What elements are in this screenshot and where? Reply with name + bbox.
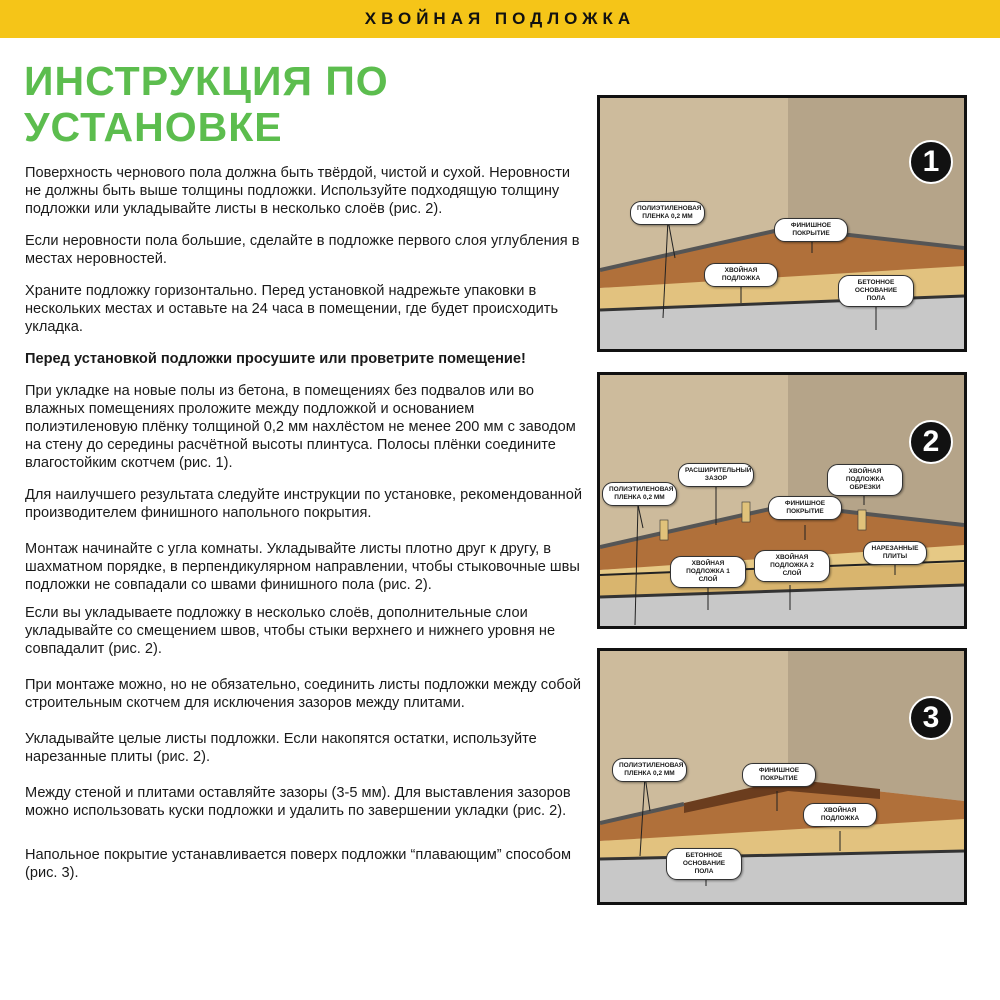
paragraph: При укладке на новые полы из бетона, в п… xyxy=(25,383,576,471)
paragraph: Монтаж начинайте с угла комнаты. Укладыв… xyxy=(25,541,580,593)
paragraph: Между стеной и плитами оставляйте зазоры… xyxy=(25,785,571,819)
figure-2: 2 Полиэтиленовая пленка 0,2 мм Расширите… xyxy=(597,372,967,629)
label-film: Полиэтиленовая пленка 0,2 мм xyxy=(612,758,687,782)
label-concrete: Бетонное основание пола xyxy=(838,275,914,307)
label-concrete: Бетонное основание пола xyxy=(666,848,742,880)
figure-number-badge: 1 xyxy=(909,140,953,184)
paragraph: Если вы укладываете подложку в несколько… xyxy=(25,605,556,657)
label-cut-boards: Нарезанные плиты xyxy=(863,541,927,565)
paragraph: Укладывайте целые листы подложки. Если н… xyxy=(25,731,537,765)
paragraph: Храните подложку горизонтально. Перед ус… xyxy=(25,283,559,335)
header-bar: ХВОЙНАЯ ПОДЛОЖКА xyxy=(0,0,1000,38)
label-film: Полиэтиленовая пленка 0,2 мм xyxy=(602,482,677,506)
label-finish: Финишное покрытие xyxy=(774,218,848,242)
figure-number-badge: 2 xyxy=(909,420,953,464)
warning-paragraph: Перед установкой подложки просушите или … xyxy=(25,351,526,367)
label-finish: Финишное покрытие xyxy=(768,496,842,520)
figure-3: 3 Полиэтиленовая пленка 0,2 мм Финишное … xyxy=(597,648,967,905)
page-title: ИНСТРУКЦИЯ ПО УСТАНОВКЕ xyxy=(24,58,389,150)
label-film: Полиэтиленовая пленка 0,2 мм xyxy=(630,201,705,225)
label-underlay: Хвойная подложка xyxy=(803,803,877,827)
label-underlay: Хвойная подложка xyxy=(704,263,778,287)
paragraph: Для наилучшего результата следуйте инстр… xyxy=(25,487,582,521)
label-finish: Финишное покрытие xyxy=(742,763,816,787)
paragraph: Поверхность чернового пола должна быть т… xyxy=(25,165,571,217)
label-layer-2: Хвойная подложка 2 слой xyxy=(754,550,830,582)
paragraph: Если неровности пола большие, сделайте в… xyxy=(25,233,580,267)
figure-1: 1 Полиэтиленовая пленка 0,2 мм Финишное … xyxy=(597,95,967,352)
instructions: Поверхность чернового пола должна быть т… xyxy=(25,164,590,896)
figure-number-badge: 3 xyxy=(909,696,953,740)
label-layer-1: Хвойная подложка 1 слой xyxy=(670,556,746,588)
paragraph: При монтаже можно, но не обязательно, со… xyxy=(25,677,581,711)
header-title: ХВОЙНАЯ ПОДЛОЖКА xyxy=(364,9,636,28)
label-offcuts: Хвойная подложка обрезки xyxy=(827,464,903,496)
label-gap: Расширительный зазор xyxy=(678,463,754,487)
paragraph: Напольное покрытие устанавливается повер… xyxy=(25,847,572,881)
